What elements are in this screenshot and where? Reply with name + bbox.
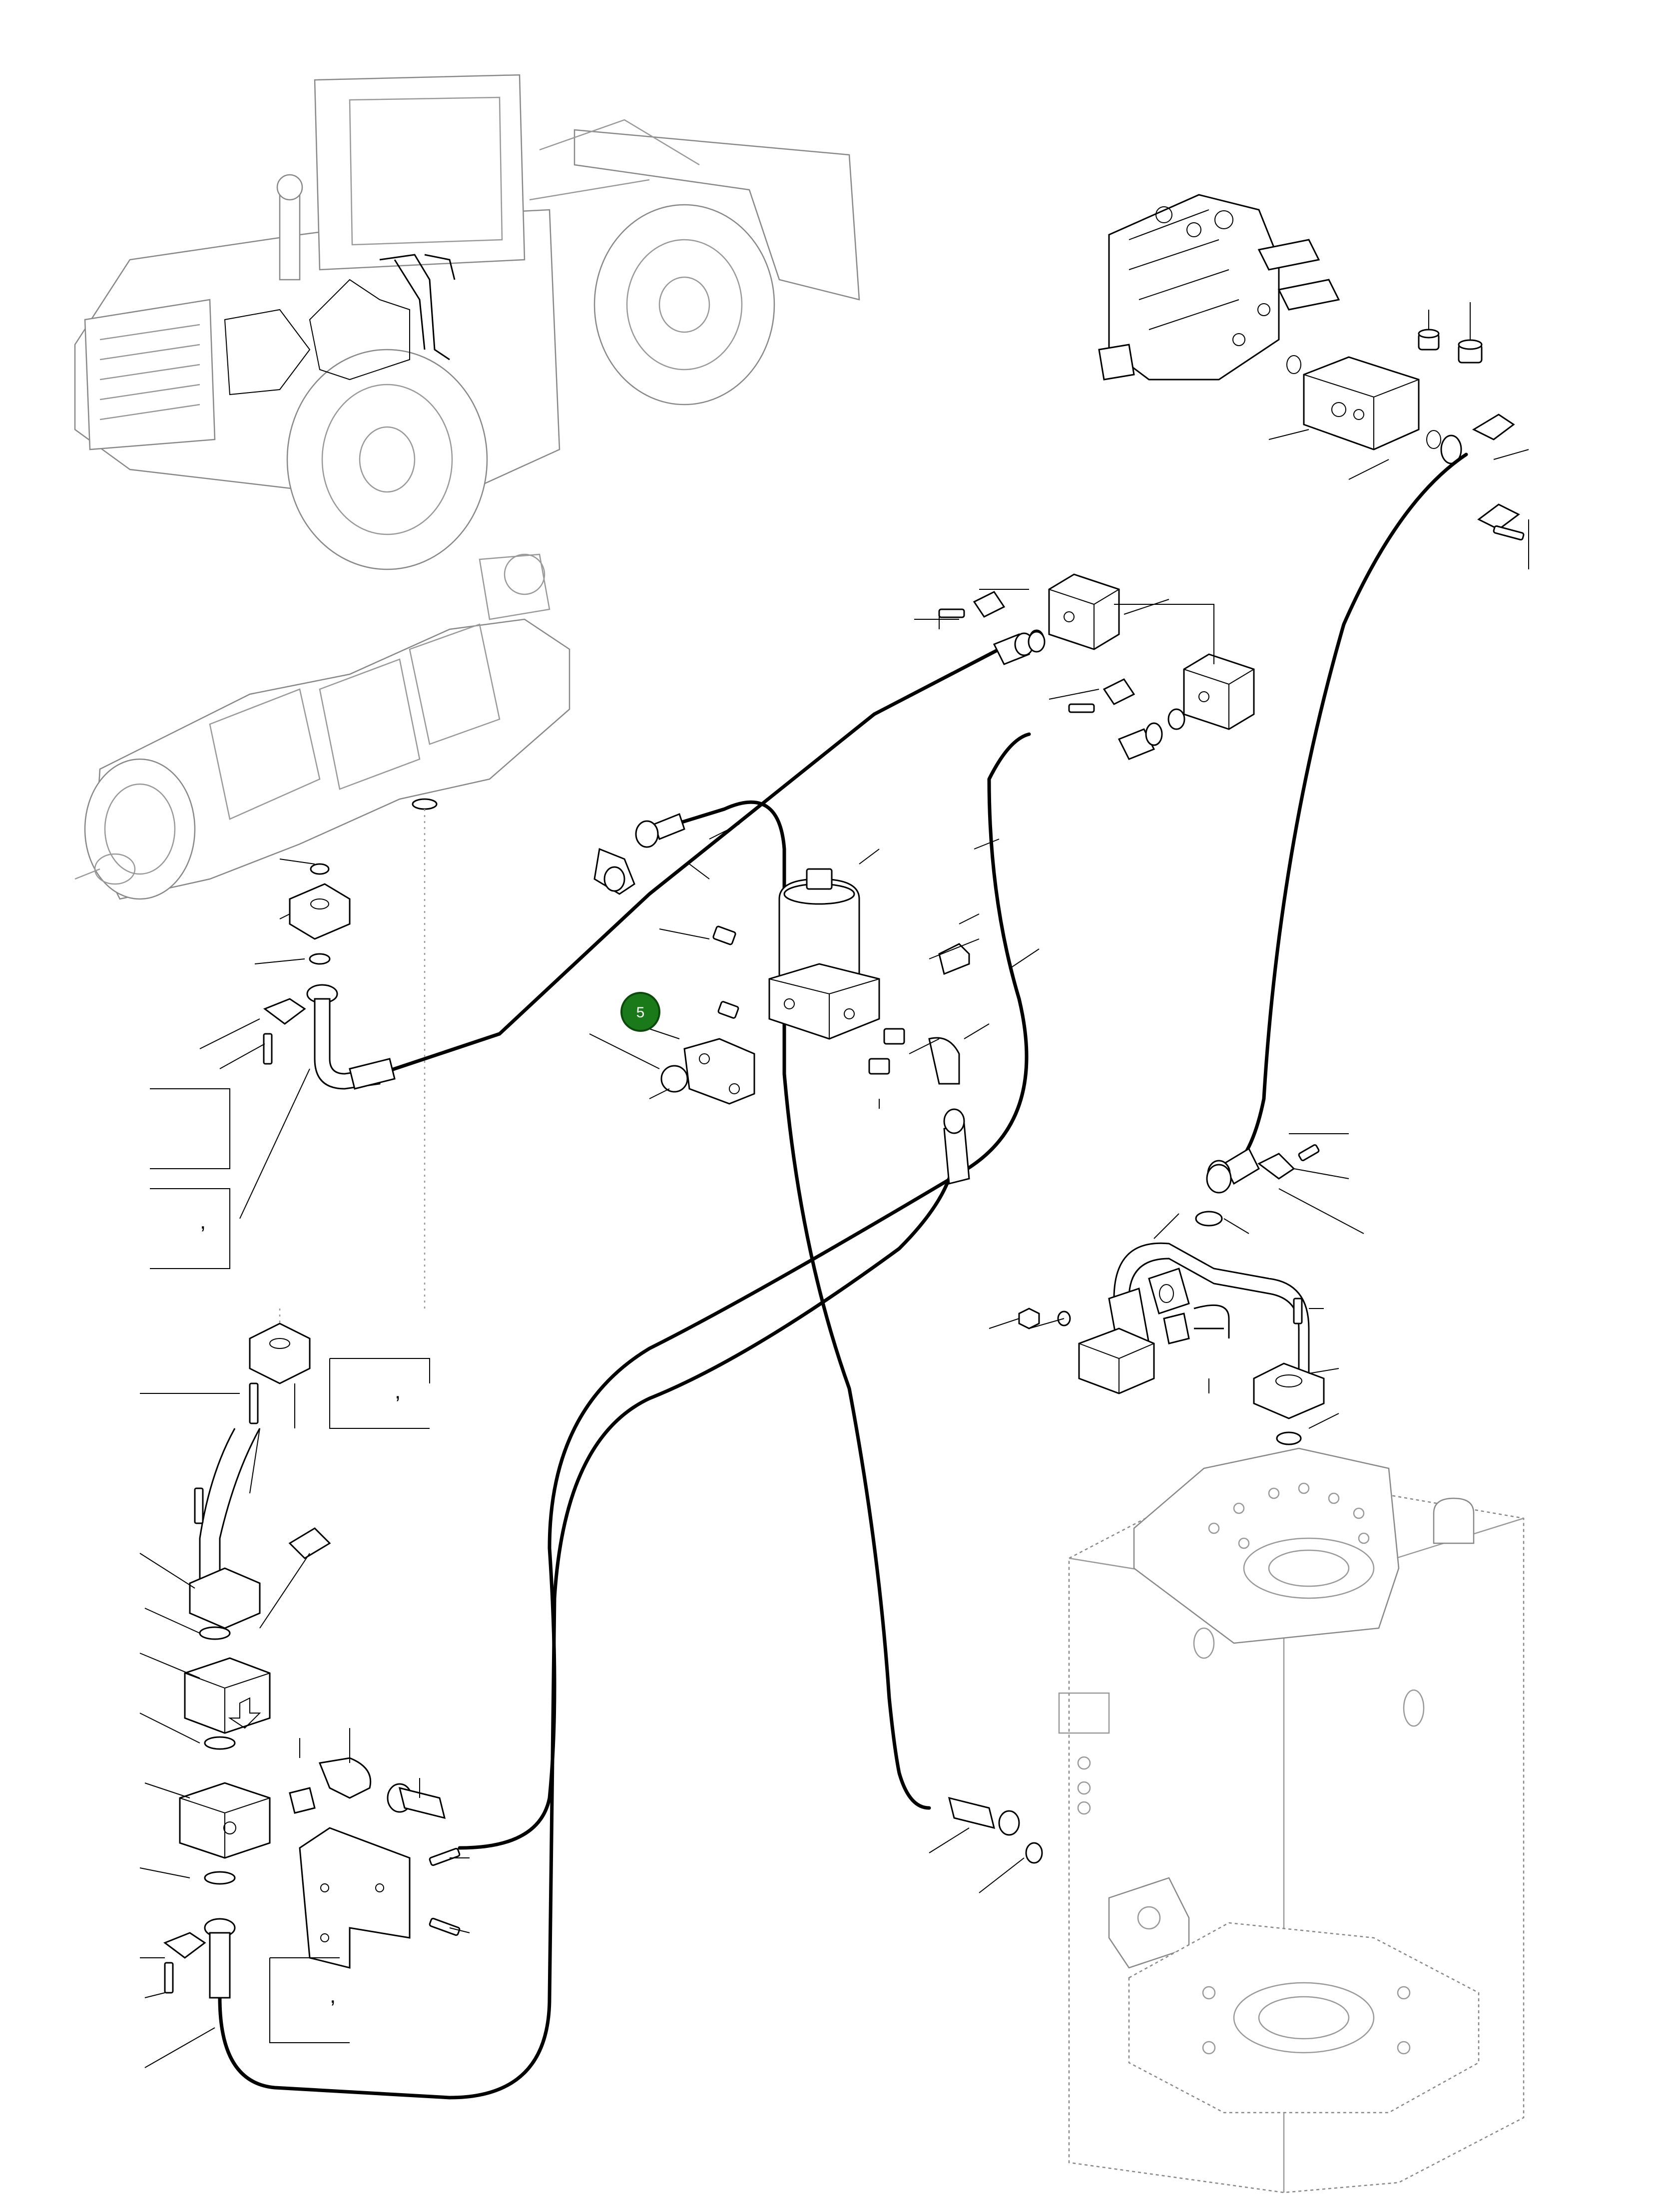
- valve-plugs: [1418, 302, 1483, 364]
- bracket-mark-3: ,: [330, 1983, 336, 2008]
- pump-outlet-flange: [254, 798, 438, 965]
- valve-adapter-block: [1268, 355, 1441, 480]
- callout-5-label: 5: [636, 1004, 645, 1021]
- callout-5[interactable]: 5: [620, 992, 660, 1032]
- adapter-plate: [589, 1028, 755, 1105]
- hydraulic-tank: [929, 1447, 1525, 2194]
- left-leader-lines: [139, 1358, 470, 2068]
- hydraulic-hoses: [218, 452, 1468, 2100]
- misc-leader-lines: [659, 589, 1100, 969]
- hose-fittings: [593, 629, 1260, 1864]
- left-lower-assembly: [163, 809, 461, 1999]
- hydraulic-pump: [74, 553, 570, 900]
- control-valve: [1098, 194, 1340, 381]
- flange-blocks: [938, 573, 1255, 730]
- bracket-mark-1: ,: [200, 1209, 206, 1234]
- pump-pressure-elbow: [199, 984, 381, 1090]
- solenoid-valve: [712, 849, 990, 1109]
- valve-flange-clamp: [1440, 414, 1529, 569]
- wheel-loader-illustration: [74, 74, 860, 570]
- return-line-assembly: [989, 1133, 1364, 1445]
- bracket-mark-2: ,: [395, 1379, 401, 1403]
- label-frames: [150, 1068, 350, 2043]
- callout-5-badge[interactable]: [620, 992, 660, 1032]
